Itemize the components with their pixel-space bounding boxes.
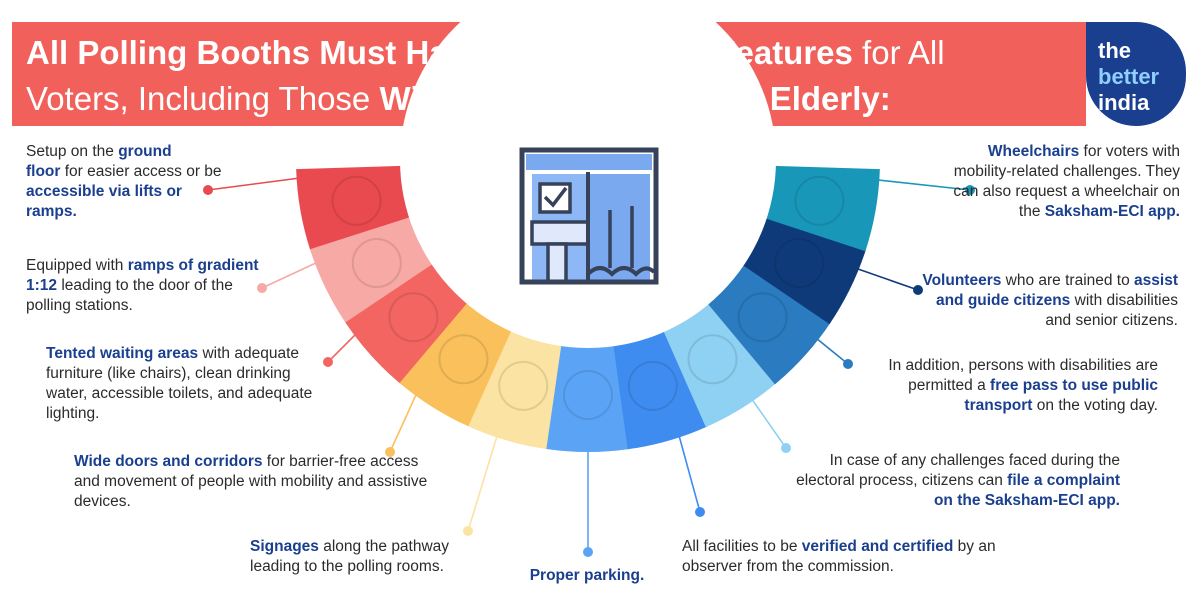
segment-bubble xyxy=(331,175,382,226)
title-line2-plain: Voters, Including Those xyxy=(26,80,380,117)
segment-bubble xyxy=(498,360,549,411)
segment-bubble xyxy=(438,334,489,385)
note-wheelchairs: Wheelchairs for voters with mobility-rel… xyxy=(953,143,1180,220)
note-parking: Proper parking. xyxy=(529,567,645,584)
connector-line xyxy=(261,261,319,289)
note-ramps: Equipped with ramps of gradient 1:12 lea… xyxy=(26,257,259,314)
logo-line2: better xyxy=(1098,64,1160,89)
connector-dot xyxy=(843,359,853,369)
segment-bubble xyxy=(563,370,613,420)
connector-line xyxy=(734,374,787,449)
segment-bubble xyxy=(687,334,738,385)
logo-line1: the xyxy=(1098,38,1131,63)
polling-booth-icon xyxy=(519,147,659,285)
segment-bubble xyxy=(388,292,439,343)
connector-dot xyxy=(385,447,395,457)
note-volunteers: Volunteers who are trained to assist and… xyxy=(922,272,1178,329)
connector-dot xyxy=(913,285,923,295)
note-signages: Signages along the pathway leading to th… xyxy=(250,538,450,575)
note-wide-doors: Wide doors and corridors for barrier-fre… xyxy=(74,453,428,510)
connector-line xyxy=(859,177,971,191)
segment-bubble xyxy=(737,292,788,343)
connector-line xyxy=(799,324,849,365)
segment-bubble xyxy=(774,238,825,289)
connector-line xyxy=(837,261,919,291)
connector-line xyxy=(207,177,301,191)
note-verified: All facilities to be verified and certif… xyxy=(682,538,996,575)
connector-dot xyxy=(965,185,975,195)
segment-bubble xyxy=(351,238,402,289)
connector-line xyxy=(671,409,701,513)
segment-bubble xyxy=(627,360,678,411)
connector-lines xyxy=(203,177,975,557)
connector-dot xyxy=(695,507,705,517)
note-complaint: In case of any challenges faced during t… xyxy=(796,452,1120,509)
note-tented-areas: Tented waiting areas with adequate furni… xyxy=(46,345,313,422)
connector-dot xyxy=(203,185,213,195)
connector-dot xyxy=(583,547,593,557)
connector-line xyxy=(389,374,426,453)
segment-bubble xyxy=(794,175,845,226)
title-line1-rest: for All xyxy=(852,34,945,71)
brand-logo: the better india xyxy=(1086,22,1186,126)
connector-dot xyxy=(463,526,473,536)
connector-dot xyxy=(257,283,267,293)
connector-line xyxy=(327,321,369,363)
connector-line xyxy=(467,409,506,532)
logo-line3: india xyxy=(1098,90,1150,115)
connector-dot xyxy=(781,443,791,453)
note-free-pass: In addition, persons with disabilities a… xyxy=(888,357,1158,414)
connector-dot xyxy=(323,357,333,367)
